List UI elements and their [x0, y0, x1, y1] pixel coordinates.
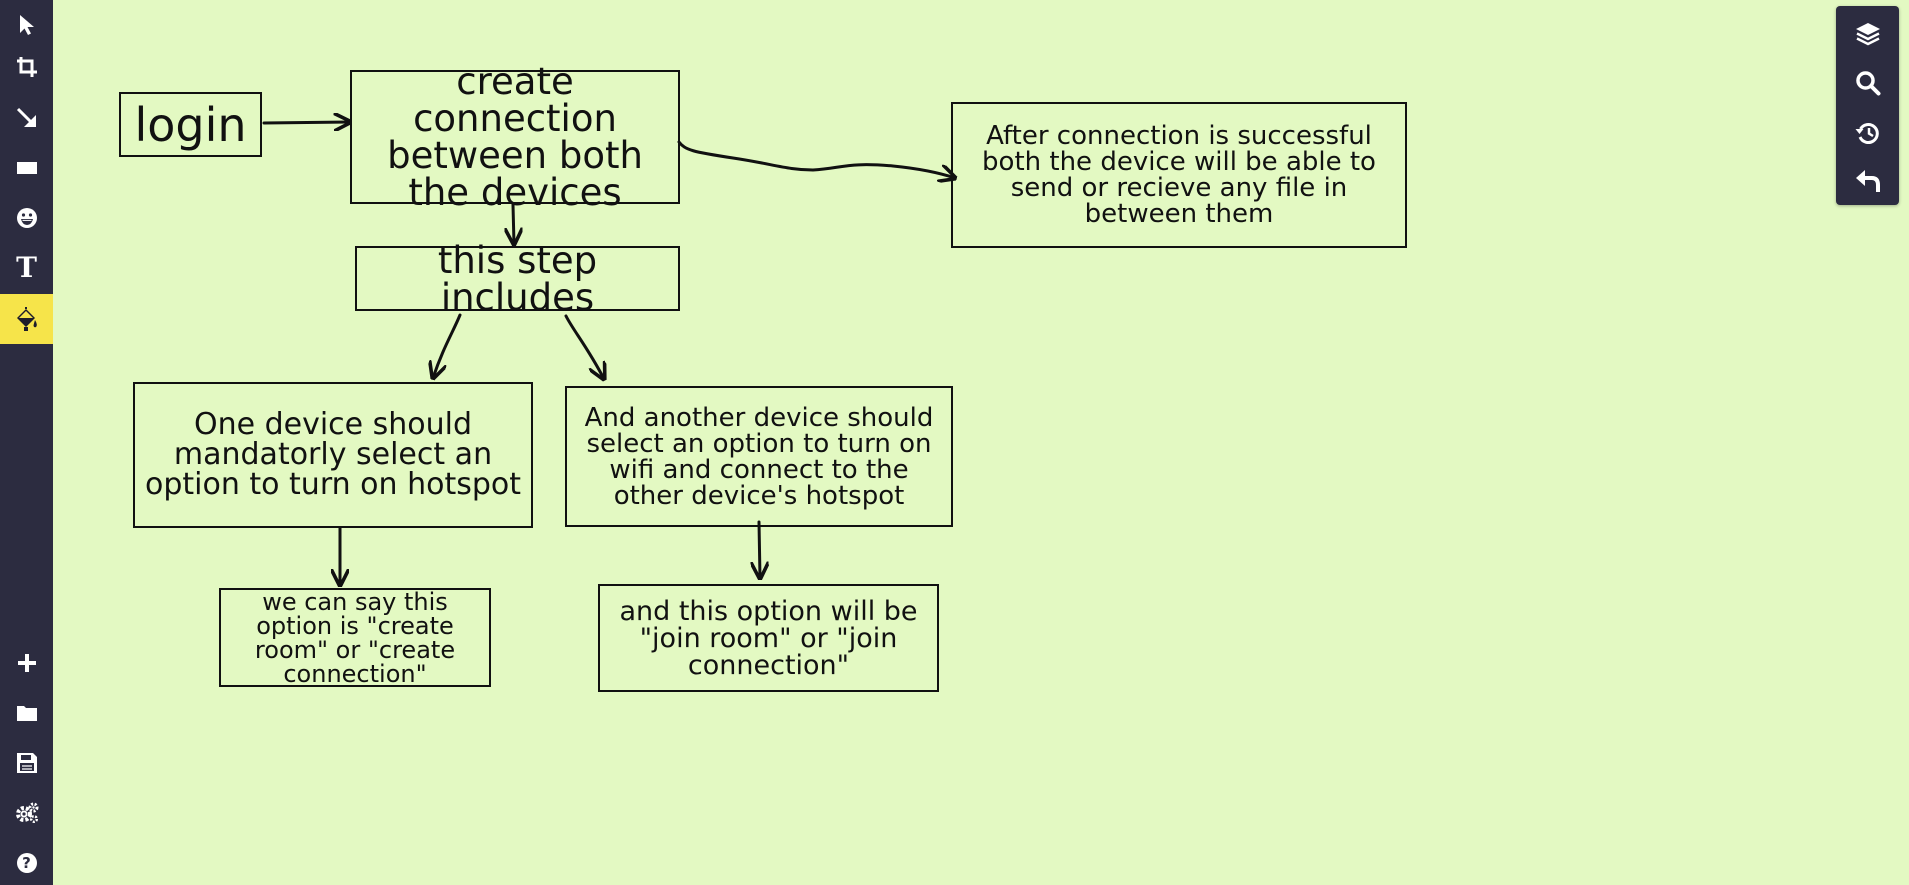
- login-box[interactable]: login: [119, 92, 262, 157]
- help-icon: [16, 853, 37, 873]
- right-toolbar: [1836, 6, 1899, 205]
- connector-arrows: [262, 0, 1836, 885]
- cursor-arrow-icon: [19, 15, 34, 35]
- arrow-diagonal-icon: [16, 107, 36, 127]
- plus-icon: [17, 654, 36, 672]
- undo-button[interactable]: [1836, 157, 1899, 205]
- help-button[interactable]: ?: [0, 838, 53, 885]
- arrow-connection-to-step: [513, 203, 514, 244]
- drawing-canvas[interactable]: login create connection between both the…: [53, 0, 1836, 885]
- help-icon-glyph: ?: [22, 854, 31, 872]
- wifi-box[interactable]: And another device should select an opti…: [565, 386, 953, 527]
- emoji-tool-button[interactable]: [0, 193, 53, 243]
- paint-bucket-icon: [16, 307, 37, 331]
- select-tool-button[interactable]: [0, 0, 53, 50]
- open-folder-button[interactable]: [0, 688, 53, 738]
- layers-button[interactable]: [1836, 10, 1899, 58]
- add-button[interactable]: [0, 638, 53, 688]
- step-includes-box[interactable]: this step includes: [355, 242, 680, 316]
- paint-bucket-tool-button[interactable]: [0, 294, 53, 344]
- save-icon: [16, 753, 37, 773]
- undo-icon: [1855, 170, 1880, 192]
- left-toolbar: T: [0, 0, 53, 885]
- crop-icon: [16, 57, 37, 77]
- create-connection-box[interactable]: create connection between both the devic…: [350, 63, 680, 211]
- settings-button[interactable]: [0, 788, 53, 838]
- arrow-login-to-connection: [262, 122, 350, 123]
- search-icon: [1855, 71, 1880, 96]
- save-button[interactable]: [0, 738, 53, 788]
- join-room-box[interactable]: and this option will be "join room" or "…: [598, 584, 939, 692]
- arrow-tool-button[interactable]: [0, 93, 53, 143]
- history-icon: [1855, 123, 1879, 144]
- text-tool-button[interactable]: T: [0, 243, 53, 293]
- emoji-icon: [16, 208, 37, 228]
- search-button[interactable]: [1836, 59, 1899, 107]
- settings-gears-icon: [15, 802, 38, 824]
- arrow-step-to-wifi: [564, 314, 604, 379]
- crop-tool-button[interactable]: [0, 42, 53, 92]
- rectangle-icon: [16, 162, 37, 174]
- text-tool-icon: T: [16, 251, 37, 284]
- arrow-connection-to-success: [677, 140, 955, 178]
- arrow-wifi-to-join-room: [759, 520, 760, 578]
- folder-icon: [16, 706, 37, 721]
- hotspot-box[interactable]: One device should mandatorly select an o…: [133, 382, 533, 528]
- layers-icon: [1855, 23, 1880, 46]
- arrow-step-to-hotspot: [433, 313, 462, 378]
- history-button[interactable]: [1836, 109, 1899, 157]
- create-room-box[interactable]: we can say this option is "create room" …: [219, 588, 491, 687]
- rectangle-tool-button[interactable]: [0, 143, 53, 193]
- success-box[interactable]: After connection is successful both the …: [951, 102, 1407, 248]
